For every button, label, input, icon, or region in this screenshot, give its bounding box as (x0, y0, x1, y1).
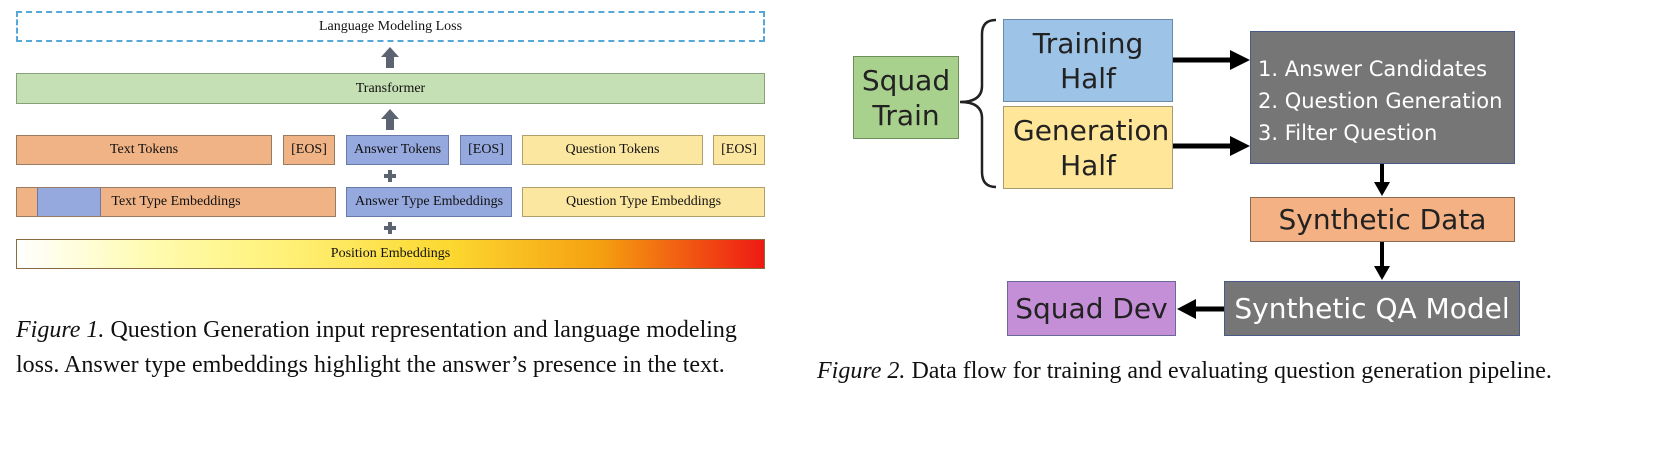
question-tokens-box: Question Tokens (522, 135, 703, 165)
training-half-box: Training Half (1003, 19, 1173, 102)
synthetic-qa-model-label: Synthetic QA Model (1234, 292, 1510, 325)
squad-dev-box: Squad Dev (1007, 281, 1176, 336)
step-item: 1. Answer Candidates (1258, 57, 1488, 81)
synthetic-qa-model-box: Synthetic QA Model (1224, 281, 1520, 336)
squad-train-box: Squad Train (853, 56, 959, 139)
figure-2-caption-text: Data flow for training and evaluating qu… (911, 358, 1552, 384)
eos-token-1: [EOS] (283, 135, 335, 165)
text-type-embeddings-label: Text Type Embeddings (111, 194, 241, 209)
up-arrow-icon (381, 109, 399, 130)
eos-token-2: [EOS] (460, 135, 512, 165)
transformer-box: Transformer (16, 73, 765, 104)
synthetic-data-box: Synthetic Data (1250, 197, 1515, 242)
generation-half-box: Generation Half (1003, 106, 1173, 189)
position-embeddings-box: Position Embeddings (16, 239, 765, 269)
step-item: 3. Filter Question (1258, 121, 1438, 145)
eos-label-1: [EOS] (291, 142, 327, 157)
plus-icon (388, 222, 392, 234)
down-arrow-icon (1374, 182, 1390, 196)
up-arrow-icon (381, 47, 399, 68)
text-tokens-box: Text Tokens (16, 135, 272, 165)
answer-tokens-box: Answer Tokens (346, 135, 449, 165)
transformer-label: Transformer (355, 80, 426, 96)
figure-2-caption: Figure 2. Data flow for training and eva… (817, 354, 1577, 389)
plus-icon (388, 170, 392, 182)
answer-type-embeddings-label: Answer Type Embeddings (354, 194, 504, 209)
eos-label-2: [EOS] (468, 142, 504, 157)
right-arrow-icon (1230, 136, 1250, 156)
squad-dev-label: Squad Dev (1015, 292, 1168, 325)
position-embeddings-label: Position Embeddings (330, 246, 451, 261)
figure-1-caption-prefix: Figure 1. (16, 317, 105, 343)
question-type-embeddings-box: Question Type Embeddings (522, 187, 765, 217)
language-modeling-loss-box: Language Modeling Loss (16, 11, 765, 42)
figure-2-caption-prefix: Figure 2. (817, 358, 906, 384)
figure-1-caption: Figure 1. Question Generation input repr… (16, 313, 766, 383)
down-arrow-icon (1374, 266, 1390, 280)
loss-label: Language Modeling Loss (318, 18, 463, 34)
squad-train-label: Squad Train (861, 63, 951, 132)
question-type-embeddings-label: Question Type Embeddings (565, 194, 722, 209)
eos-label-3: [EOS] (721, 142, 757, 157)
text-type-embeddings-box: Text Type Embeddings (16, 187, 336, 217)
figure-1-caption-text: Question Generation input representation… (16, 317, 737, 378)
text-tokens-label: Text Tokens (109, 142, 179, 157)
eos-token-3: [EOS] (713, 135, 765, 165)
generation-half-label: Generation Half (1013, 113, 1170, 182)
training-half-label: Training Half (1032, 26, 1144, 95)
right-arrow-icon (1230, 50, 1250, 70)
answer-span-highlight (37, 188, 101, 216)
step-item: 2. Question Generation (1258, 89, 1503, 113)
figure-1-connectors (381, 47, 399, 234)
left-arrow-icon (1177, 299, 1196, 319)
answer-tokens-label: Answer Tokens (353, 142, 442, 157)
question-tokens-label: Question Tokens (565, 142, 660, 157)
curly-brace-icon (959, 18, 997, 189)
answer-type-embeddings-box: Answer Type Embeddings (346, 187, 512, 217)
synthetic-data-label: Synthetic Data (1278, 203, 1487, 236)
question-generation-process-box: 1. Answer Candidates 2. Question Generat… (1250, 31, 1515, 164)
